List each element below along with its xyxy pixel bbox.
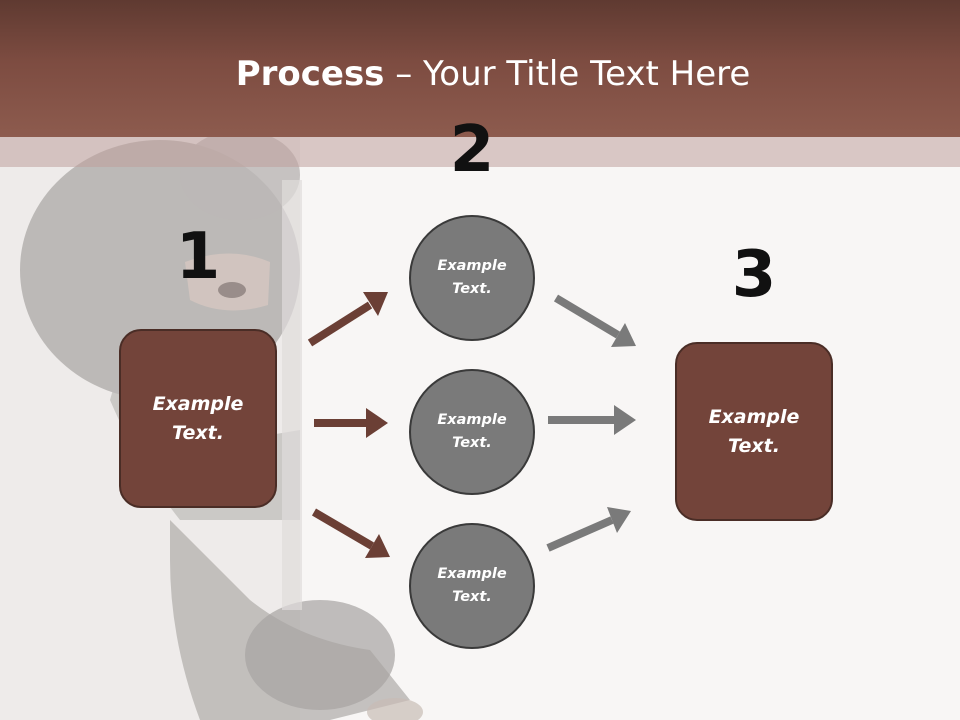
step-3-box: Example Text. — [675, 342, 833, 521]
step-1-number: 1 — [175, 220, 221, 294]
header-accent-strip — [0, 137, 960, 167]
title-bold: Process — [235, 54, 385, 94]
slide-title: Process – Your Title Text Here — [0, 52, 960, 96]
circle-middle: Example Text. — [409, 369, 535, 495]
step-2-number: 2 — [449, 113, 495, 187]
step-3-text: Example Text. — [708, 405, 800, 457]
circle-middle-text: Example Text. — [437, 412, 507, 451]
circle-top-text: Example Text. — [437, 258, 507, 297]
step-1-box: Example Text. — [119, 329, 277, 508]
step-3-number: 3 — [731, 238, 777, 312]
title-rest: – Your Title Text Here — [384, 54, 751, 94]
circle-bottom: Example Text. — [409, 523, 535, 649]
header-band — [0, 0, 960, 137]
step-1-text: Example Text. — [152, 392, 244, 444]
circle-bottom-text: Example Text. — [437, 566, 507, 605]
circle-top: Example Text. — [409, 215, 535, 341]
